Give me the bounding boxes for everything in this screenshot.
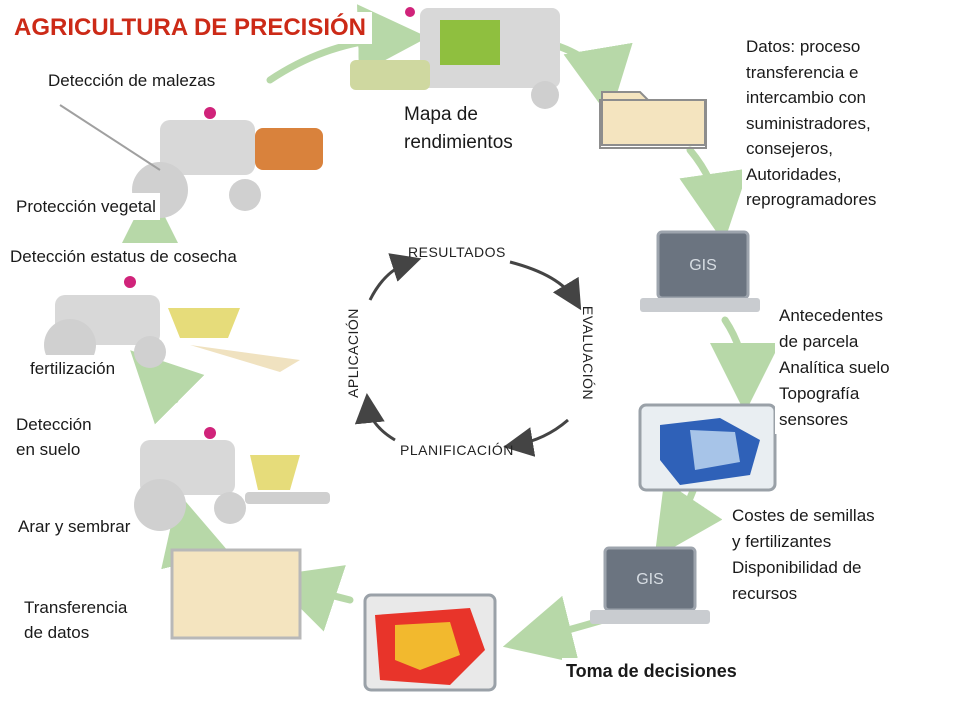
laptop-gis-icon: GIS [640,230,760,312]
laptop-gis-2-text: GIS [636,571,664,588]
harvester-icon [350,7,560,109]
page-title: AGRICULTURA DE PRECISIÓN [8,12,373,44]
inner-cycle [354,253,582,457]
label-deteccion-malezas: Detección de malezas [44,67,220,94]
tractor-seeder-icon [134,427,330,531]
tractor-fertilizer-icon [44,276,300,372]
label-deteccion-estatus: Detección estatus de cosecha [6,243,241,270]
cycle-evaluacion: EVALUACIÓN [580,305,596,401]
label-deteccion-suelo: Detección en suelo [12,411,96,463]
cycle-aplicacion: APLICACIÓN [345,308,361,398]
yield-map-icon [363,593,497,692]
label-mapa-rendimientos: Mapa de rendimientos [400,100,517,158]
folder-2-icon [170,548,302,640]
label-antecedentes: Antecedentes de parcela Analítica suelo … [775,302,894,434]
label-transferencia-datos: Transferencia de datos [20,594,132,646]
label-datos-proceso: Datos: proceso transferencia e intercamb… [742,33,881,214]
label-proteccion-vegetal: Protección vegetal [12,193,160,220]
label-costes: Costes de semillas y fertilizantes Dispo… [728,502,879,608]
cycle-resultados: RESULTADOS [408,244,506,260]
label-toma-decisiones: Toma de decisiones [562,658,741,685]
cycle-planificacion: PLANIFICACIÓN [400,442,514,458]
label-fertilizacion: fertilización [26,355,120,382]
folder-icon [599,91,707,149]
soil-map-icon [638,403,777,492]
laptop-gis-text: GIS [689,257,717,274]
laptop-gis-2-icon: GIS [590,546,710,624]
label-arar-sembrar: Arar y sembrar [14,513,135,540]
